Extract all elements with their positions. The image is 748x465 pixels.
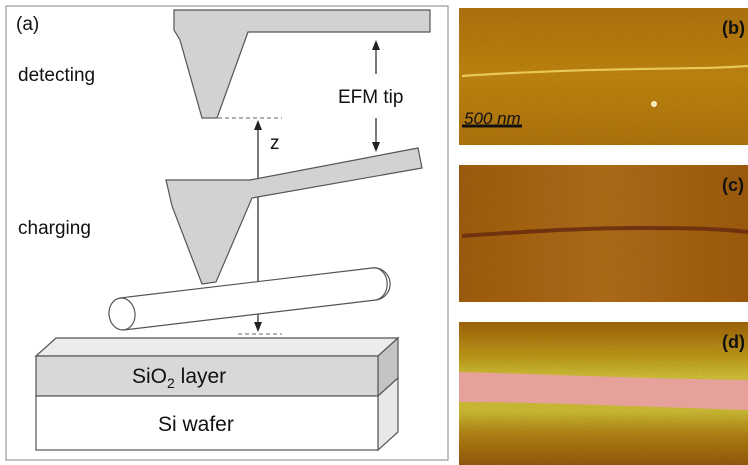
upper-cantilever-tip xyxy=(173,9,431,119)
scalebar-label: 500 nm xyxy=(464,109,521,128)
sio2-layer xyxy=(34,336,400,398)
panel-b-label: (b) xyxy=(722,18,745,38)
panel-b-image xyxy=(459,8,748,145)
panel-d: (d) xyxy=(459,322,748,465)
nanotube xyxy=(108,267,391,331)
panel-c: (c) xyxy=(459,165,748,302)
panel-b-nanotube-line xyxy=(461,64,748,78)
detecting-label: detecting xyxy=(18,65,95,86)
panel-c-label: (c) xyxy=(722,175,744,195)
lower-cantilever-tip xyxy=(165,147,423,285)
efm-tip-label: EFM tip xyxy=(338,87,403,108)
z-label: z xyxy=(270,133,280,154)
panel-d-charged-stripe xyxy=(459,372,748,410)
si-wafer xyxy=(35,376,399,452)
panel-b-particle xyxy=(651,101,657,107)
panel-d-label: (d) xyxy=(722,332,745,352)
charging-label: charging xyxy=(18,218,91,239)
panel-c-nanotube-line xyxy=(461,225,748,238)
sio2-label: SiO2 layer xyxy=(132,365,226,391)
panel-a-label: (a) xyxy=(16,14,39,35)
efm-arrows xyxy=(372,40,380,152)
panel-a: (a) detecting charging EFM tip z SiO2 la… xyxy=(5,5,449,461)
si-wafer-label: Si wafer xyxy=(158,413,234,436)
panel-b: 500 nm (b) xyxy=(459,8,748,145)
